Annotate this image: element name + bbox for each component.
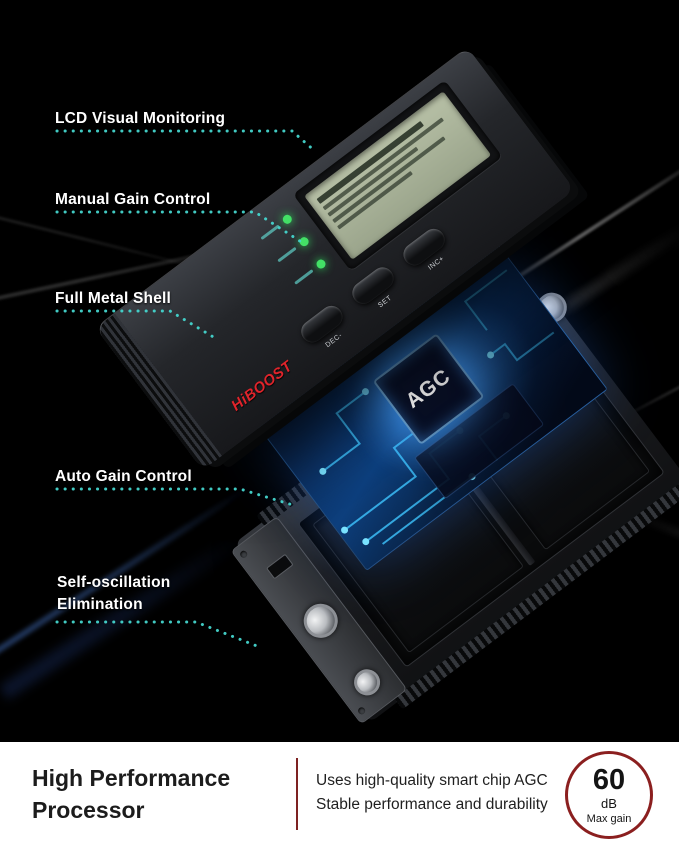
max-gain-badge: 60 dB Max gain xyxy=(565,751,653,839)
footer-title-line2: Processor xyxy=(32,797,145,824)
lcd-screen xyxy=(292,80,503,272)
status-led xyxy=(297,235,311,248)
badge-unit: dB xyxy=(601,795,617,811)
screw xyxy=(238,549,249,560)
callout-self-oscillation-elimination: Self-oscillation Elimination xyxy=(57,572,170,617)
footer-band: High Performance Processor Uses high-qua… xyxy=(0,742,679,846)
lcd-display xyxy=(304,91,492,260)
light-streak-blue xyxy=(0,481,256,661)
footer-desc-line2: Stable performance and durability xyxy=(316,796,548,814)
status-led xyxy=(314,257,328,271)
led-label xyxy=(294,269,314,285)
heatsink-fins xyxy=(95,313,222,471)
badge-caption: Max gain xyxy=(586,812,632,825)
screw xyxy=(356,705,367,716)
callout-manual-gain-control: Manual Gain Control xyxy=(55,191,211,208)
footer-description: Uses high-quality smart chip AGC Stable … xyxy=(316,769,548,817)
callout-auto-gain-control: Auto Gain Control xyxy=(55,468,192,485)
footer-divider xyxy=(296,758,298,830)
antenna-connector xyxy=(348,664,386,701)
callout-lcd-visual-monitoring: LCD Visual Monitoring xyxy=(55,110,226,127)
hiboost-logo: HiBOOST xyxy=(228,357,296,415)
led-label xyxy=(260,224,280,241)
callout-line-1: Self-oscillation xyxy=(57,574,171,591)
callout-line-2: Elimination xyxy=(57,596,143,614)
status-led xyxy=(281,213,294,226)
footer-title-line1: High Performance xyxy=(32,765,231,791)
antenna-connector xyxy=(296,597,345,645)
callout-full-metal-shell: Full Metal Shell xyxy=(55,290,172,307)
footer-title: High Performance Processor xyxy=(32,762,230,826)
port-slot xyxy=(266,553,294,580)
footer-desc-line1: Uses high-quality smart chip AGC xyxy=(316,772,548,789)
led-label xyxy=(277,246,297,263)
badge-value: 60 xyxy=(592,763,626,796)
